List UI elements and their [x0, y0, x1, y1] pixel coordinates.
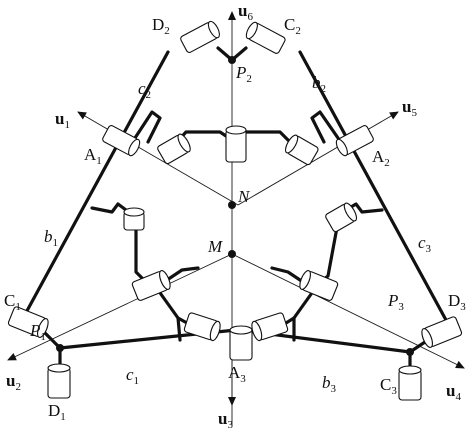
point-labels: D2 C2 P2 A1 A2 N M C1 P1 D1 A3 P3 D3 C3 — [4, 15, 466, 423]
label-n: N — [237, 187, 251, 206]
label-c3: C3 — [380, 375, 397, 397]
label-link-b3: b3 — [322, 373, 337, 395]
cylinder-inner-top-center — [225, 125, 247, 163]
label-m: M — [207, 237, 223, 256]
crank-top-right — [310, 110, 340, 144]
cylinder-c2 — [245, 21, 286, 54]
dot-p2 — [228, 56, 236, 64]
label-c2: C2 — [284, 15, 301, 37]
dot-p3 — [406, 348, 414, 356]
axis-u5-line — [237, 111, 399, 206]
cylinder-c1 — [7, 306, 49, 338]
cylinder-c3 — [398, 365, 422, 401]
cylinder-inner-top-left — [157, 133, 191, 165]
label-a2: A2 — [372, 147, 390, 169]
link-labels: c2 b2 b1 c3 c1 b3 — [44, 73, 432, 395]
cylinder-a2 — [335, 125, 374, 157]
inner-bottom-right — [292, 288, 316, 342]
cylinder-inner-left-upper — [123, 207, 145, 231]
label-link-c2: c2 — [138, 79, 151, 101]
label-a1: A1 — [84, 145, 102, 167]
link-p3-joint — [408, 338, 430, 372]
dot-p1 — [56, 344, 64, 352]
label-a3: A3 — [228, 363, 246, 385]
cylinder-d1 — [47, 363, 71, 399]
link-c2-upper — [298, 50, 448, 322]
cylinder-inner-bottom-left — [183, 312, 221, 342]
label-link-b1: b1 — [44, 227, 58, 249]
label-link-b2: b2 — [312, 73, 326, 95]
axis-u2-line — [7, 253, 233, 361]
label-d3: D3 — [448, 291, 466, 313]
cylinder-d2 — [180, 20, 220, 53]
axis-lines — [7, 11, 465, 425]
link-b1 — [20, 50, 170, 322]
cylinder-inner-bottom-right — [251, 312, 289, 342]
label-link-c1: c1 — [126, 365, 139, 387]
cylinder-a1 — [102, 125, 141, 157]
label-u1: u1 — [55, 109, 70, 131]
cylinder-a3 — [229, 325, 253, 361]
label-u5: u5 — [402, 97, 417, 119]
axis-u4-line — [231, 253, 465, 369]
cylinder-inner-right-upper — [325, 202, 358, 233]
cylinder-inner-top-right — [284, 134, 319, 166]
joints — [7, 20, 463, 401]
inner-bottom-left — [156, 288, 182, 342]
label-c1: C1 — [4, 291, 21, 313]
label-u3: u3 — [218, 409, 233, 431]
label-d1: D1 — [48, 401, 66, 423]
label-u4: u4 — [446, 381, 461, 403]
cylinder-d3 — [421, 316, 463, 348]
crank-top-left — [133, 110, 162, 144]
label-p3: P3 — [387, 291, 404, 313]
label-u6: u6 — [238, 1, 253, 23]
label-p2: P2 — [235, 63, 252, 85]
cylinder-inner-left-mid — [131, 270, 171, 301]
crank-left — [90, 202, 128, 214]
node-dots — [56, 56, 414, 356]
label-link-c3: c3 — [418, 233, 432, 255]
dot-n — [228, 201, 236, 209]
dot-m — [228, 250, 236, 258]
label-u2: u2 — [6, 371, 21, 393]
label-d2: D2 — [152, 15, 170, 37]
label-p1: P1 — [29, 321, 46, 343]
axis-u1-line — [77, 111, 239, 206]
axis-labels: u6 u1 u5 u2 u4 u3 — [6, 1, 461, 431]
cylinder-inner-right-mid — [299, 270, 339, 301]
